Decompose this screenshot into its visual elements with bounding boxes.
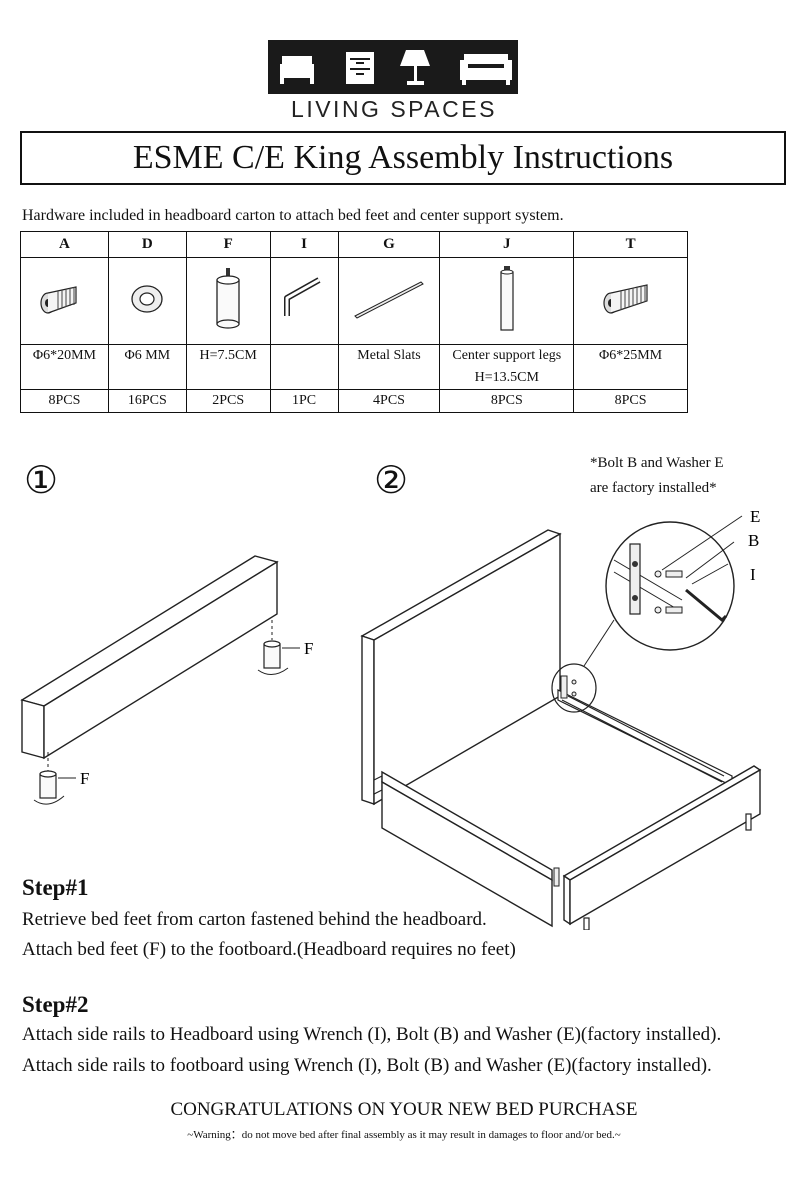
bolt-note-line1: *Bolt B and Washer E xyxy=(590,455,724,471)
footboard-illustration xyxy=(381,765,762,928)
hw-spec-multiline: Center support legs H=13.5CM xyxy=(439,344,575,390)
footboard-feet-diagram: F F xyxy=(20,555,313,805)
zoom-detail-circle xyxy=(605,515,743,651)
congratulations-text: CONGRATULATIONS ON YOUR NEW BED PURCHASE xyxy=(170,1099,638,1120)
hardware-note: Hardware included in headboard carton to… xyxy=(22,207,564,224)
bolt-note: *Bolt B and Washer E are factory install… xyxy=(590,451,724,501)
hw-image-cell xyxy=(107,257,187,345)
label-i: I xyxy=(750,565,756,584)
side-rail-illustration xyxy=(373,689,733,795)
hw-qty: 8PCS xyxy=(439,389,575,413)
title-box: ESME C/E King Assembly Instructions xyxy=(20,131,786,185)
hw-qty: 8PCS xyxy=(573,389,688,413)
hw-spec xyxy=(269,344,339,390)
hw-letter: T xyxy=(573,231,688,258)
hw-qty: 4PCS xyxy=(337,389,441,413)
hw-spec: Φ6 MM xyxy=(107,344,187,390)
step-1-marker: ① xyxy=(24,460,59,502)
metal-slat-icon xyxy=(354,280,424,319)
hardware-qty-row: 8PCS 16PCS 2PCS 1PC 4PCS 8PCS 8PCS xyxy=(20,389,688,413)
hw-image-cell xyxy=(185,257,271,345)
hw-letter: D xyxy=(107,231,187,258)
hw-letter: A xyxy=(20,231,109,258)
hw-spec-line1: Center support legs xyxy=(452,348,562,363)
hw-qty: 1PC xyxy=(269,389,339,413)
label-e: E xyxy=(750,507,760,526)
step1-heading: Step#1 xyxy=(22,875,89,900)
hw-qty: 16PCS xyxy=(107,389,187,413)
bed-foot-illustration xyxy=(39,640,281,799)
hw-letter: G xyxy=(337,231,441,258)
label-b: B xyxy=(748,531,759,550)
hw-image-cell xyxy=(573,257,688,345)
hw-spec-line2: H=13.5CM xyxy=(474,370,539,385)
logo-icon-strip xyxy=(268,40,518,94)
hw-qty: 8PCS xyxy=(20,389,109,413)
hw-letter: J xyxy=(439,231,575,258)
hex-bolt-25mm-icon xyxy=(602,283,648,314)
bolt-hardware-detail xyxy=(553,675,577,887)
step-2-marker: ② xyxy=(374,460,409,502)
living-spaces-logo: LIVING SPACES xyxy=(268,40,520,122)
bed-frame-assembly-diagram: E B I xyxy=(360,507,762,930)
hw-image-cell xyxy=(439,257,575,345)
hw-spec: H=7.5CM xyxy=(185,344,271,390)
bed-foot-icon xyxy=(216,267,240,329)
hardware-table: A D F I G J T xyxy=(20,231,688,413)
step1-line2: Attach bed feet (F) to the footboard.(He… xyxy=(22,939,516,960)
lamp-icon xyxy=(400,50,430,85)
hw-letter: I xyxy=(269,231,339,258)
allen-wrench-icon xyxy=(685,588,728,623)
zoom-source-circle xyxy=(551,663,597,713)
hw-letter: F xyxy=(185,231,271,258)
support-leg-icon xyxy=(500,265,514,331)
hw-spec: Metal Slats xyxy=(337,344,441,390)
hardware-image-row xyxy=(20,257,688,345)
step2-line1: Attach side rails to Headboard using Wre… xyxy=(22,1024,722,1045)
rotate-arrow-icon xyxy=(33,667,289,805)
page-title: ESME C/E King Assembly Instructions xyxy=(132,139,674,176)
hardware-letter-row: A D F I G J T xyxy=(20,231,688,258)
headboard-illustration xyxy=(360,529,562,806)
hw-image-cell xyxy=(269,257,339,345)
nightstand-icon xyxy=(346,52,374,84)
bed-icon xyxy=(280,56,314,84)
hw-image-cell xyxy=(337,257,441,345)
step2-heading: Step#2 xyxy=(22,992,89,1017)
bolt-note-line2: are factory installed* xyxy=(590,480,717,496)
warning-text: ~Warning：do not move bed after final ass… xyxy=(187,1129,621,1141)
label-f-upper: F xyxy=(304,639,313,658)
brand-name: LIVING SPACES xyxy=(291,96,497,122)
step1-line1: Retrieve bed feet from carton fastened b… xyxy=(22,909,487,930)
hw-image-cell xyxy=(20,257,109,345)
washer-icon xyxy=(131,284,163,313)
hw-spec: Φ6*25MM xyxy=(573,344,688,390)
hw-qty: 2PCS xyxy=(185,389,271,413)
footboard-illustration xyxy=(20,555,279,760)
allen-wrench-icon xyxy=(284,276,321,316)
hex-bolt-20mm-icon xyxy=(40,285,78,314)
hw-spec: Φ6*20MM xyxy=(20,344,109,390)
sofa-icon xyxy=(460,54,512,85)
hardware-spec-row: Φ6*20MM Φ6 MM H=7.5CM Metal Slats Center… xyxy=(20,344,688,390)
step2-line2: Attach side rails to footboard using Wre… xyxy=(22,1055,712,1076)
label-f-lower: F xyxy=(80,769,89,788)
